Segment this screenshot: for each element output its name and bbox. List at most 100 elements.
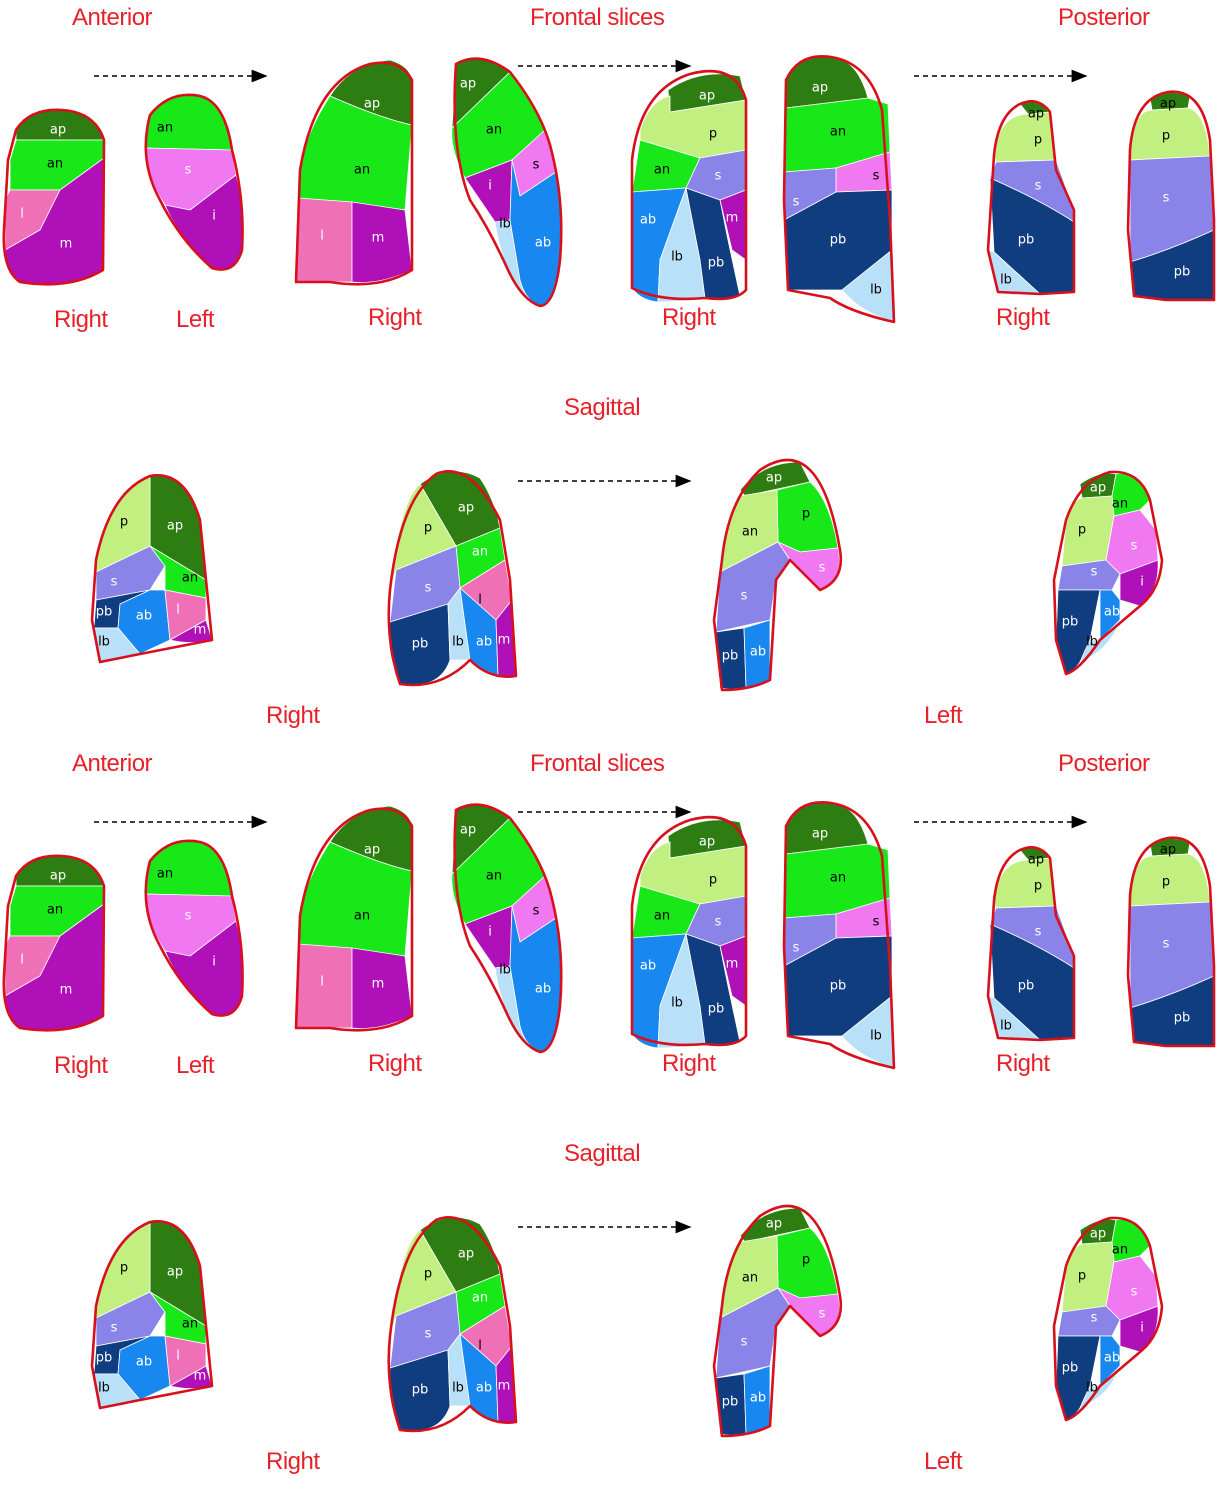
segment-label: s [741,589,748,604]
segment-label: an [742,525,758,540]
lung-slice-f2r: apanlm [296,806,412,1030]
segment-label: pb [1062,615,1079,630]
caption-right: Right [996,304,1050,332]
segment-label: m [60,983,73,998]
caption-right: Right [54,1052,108,1080]
segment-label: l [20,953,24,968]
segment-label: l [320,229,324,244]
sagittal-title: Sagittal [564,394,640,422]
segment-label: an [182,1317,198,1332]
segment-label: lb [499,963,511,978]
panel-1: apanlmansiapanlmapansilbabappansablbpbma… [4,56,1214,690]
segment-label: ab [1104,1351,1120,1366]
segment-label: p [120,515,128,530]
segment-label: m [194,1369,207,1384]
caption-left: Left [176,1052,214,1080]
segment-label: l [478,1339,482,1354]
segment-label: p [1162,129,1170,144]
anterior-label: Anterior [72,4,152,32]
lung-slice-f3r: appansablbpbm [632,71,746,302]
segment-label: pb [96,605,113,620]
segment-label: s [1131,539,1138,554]
segment-label: s [533,158,540,173]
lung-slice-f1l: ansi [145,841,243,1016]
segment-label: pb [708,256,725,271]
segment-label: s [873,915,880,930]
segment-label: an [354,909,370,924]
segment-label: an [157,867,173,882]
lung-slice-f1r: apanlm [4,110,104,284]
segment-label: an [1112,1243,1128,1258]
lung-slice-f4l: appspb [1128,838,1214,1046]
segment-label: ab [476,1381,492,1396]
segment-label: i [488,179,492,194]
segment-label: s [819,561,826,576]
segment-label: ap [812,81,828,96]
segment-label: ap [1028,107,1044,122]
segment-label: s [533,904,540,919]
caption-right: Right [996,1050,1050,1078]
segment-label: ab [640,213,656,228]
segment-label: lb [671,250,683,265]
segment-label: ap [699,89,715,104]
segment-label: an [486,123,502,138]
segment-label: ab [136,609,152,624]
segment-label: p [802,1253,810,1268]
segment-label: p [1078,523,1086,538]
segment-label: an [47,903,63,918]
segment-label: ab [535,982,551,997]
segment-label: s [1163,191,1170,206]
segment-label: pb [722,1395,739,1410]
lung-slice-s4: apanpssipbablb [1054,1218,1162,1420]
sagittal-left-label: Left [924,1448,962,1476]
segment-label: s [793,941,800,956]
anterior-label: Anterior [72,750,152,778]
segment-label: l [176,1349,180,1364]
lung-slice-f1r: apanlm [4,856,104,1030]
segment-label: p [1034,879,1042,894]
caption-right: Right [54,306,108,334]
segment-label: lb [98,635,110,650]
caption-left: Left [176,306,214,334]
caption-right: Right [368,304,422,332]
segment-label: an [182,571,198,586]
segment-label: ab [535,236,551,251]
segment-label: ab [1104,605,1120,620]
caption-right: Right [662,304,716,332]
segment-label: s [715,915,722,930]
segment-label: an [654,909,670,924]
segment-label: lb [452,1381,464,1396]
lung-slice-f2l: apansilbab [452,805,562,1052]
segment-label: pb [708,1002,725,1017]
segment-label: s [185,163,192,178]
segment-label: m [194,623,207,638]
segment-label: s [1131,1285,1138,1300]
segment-label: lb [1086,635,1098,650]
segment-label: pb [722,649,739,664]
segment-label: lb [870,1029,882,1044]
panel-2: apanlmansiapanlmapansilbabappansablbpbma… [4,802,1214,1436]
lung-slice-f3l: apansspblb [784,802,894,1068]
lung-slice-f4l: appspb [1128,92,1214,300]
segment-label: m [498,633,511,648]
segment-label: ap [1028,853,1044,868]
sagittal-title: Sagittal [564,1140,640,1168]
segment-label: pb [830,233,847,248]
lung-slice-s2: papanslpblbabm [389,471,516,685]
segment-label: ap [364,843,380,858]
segment-label: s [1163,937,1170,952]
segment-label: ab [476,635,492,650]
segment-label: i [1140,1321,1144,1336]
segment-label: pb [412,637,429,652]
segment-label: lb [98,1381,110,1396]
segment-label: l [478,593,482,608]
lung-slice-f4r: appspblb [988,847,1074,1040]
segment-label: s [741,1335,748,1350]
lung-slice-f2r: apanlm [296,60,412,284]
segment-label: ap [458,501,474,516]
segment-label: s [715,169,722,184]
segment-label: an [354,163,370,178]
segment-label: pb [830,979,847,994]
